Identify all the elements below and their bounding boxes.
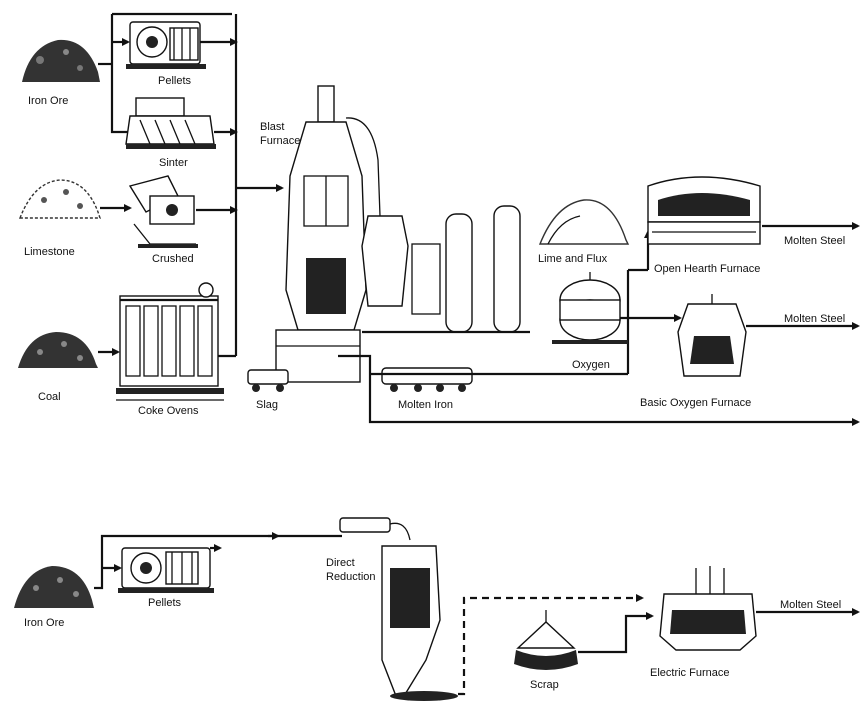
lime-and-flux-label: Lime and Flux — [538, 253, 608, 265]
oxygen-label: Oxygen — [572, 359, 610, 371]
molten-iron-label: Molten Iron — [398, 399, 453, 411]
electric-furnace-icon — [660, 566, 756, 650]
limestone-pile-icon — [20, 180, 100, 218]
coal-label: Coal — [38, 391, 61, 403]
sinter-machine-icon — [126, 98, 216, 149]
slag-ladle-icon — [248, 370, 288, 392]
iron-ore-pile-top-icon — [22, 40, 100, 82]
blast-furnace-label-line1: Blast — [260, 121, 284, 133]
limestone-label: Limestone — [24, 246, 75, 258]
molten-steel-label-1: Molten Steel — [784, 235, 845, 247]
scrap-magnet-icon — [514, 610, 578, 670]
iron-ore-label-bottom: Iron Ore — [24, 617, 64, 629]
pellets-machine-top-icon — [126, 22, 206, 69]
scrap-feed-line — [578, 616, 652, 652]
pellets-machine-bottom-icon — [118, 548, 214, 593]
direct-reduction-label-line1: Direct — [326, 557, 355, 569]
oxygen-tank-icon — [552, 272, 628, 344]
pellets-label-bottom: Pellets — [148, 597, 182, 609]
basic-oxygen-furnace-icon — [678, 294, 746, 376]
molten-iron-car-icon — [382, 368, 472, 392]
coke-ovens-label: Coke Ovens — [138, 405, 199, 417]
molten-steel-label-2: Molten Steel — [784, 313, 845, 325]
open-hearth-furnace-label: Open Hearth Furnace — [654, 263, 760, 275]
iron-ore-pile-bottom-icon — [14, 566, 94, 608]
molten-steel-label-3: Molten Steel — [780, 599, 841, 611]
open-hearth-furnace-icon — [648, 177, 760, 244]
direct-reduction-label-line2: Reduction — [326, 571, 376, 583]
sinter-label: Sinter — [159, 157, 188, 169]
direct-reduction-vessel-icon — [340, 518, 458, 701]
basic-oxygen-furnace-label: Basic Oxygen Furnace — [640, 397, 751, 409]
coke-ovens-icon — [116, 283, 224, 400]
electric-furnace-label: Electric Furnace — [650, 667, 729, 679]
scrap-label: Scrap — [530, 679, 559, 691]
coal-pile-icon — [18, 332, 98, 368]
crushed-label: Crushed — [152, 253, 194, 265]
pellets-label-top: Pellets — [158, 75, 192, 87]
iron-ore-label-top: Iron Ore — [28, 95, 68, 107]
blast-furnace-icon — [276, 86, 530, 382]
lime-and-flux-pile-icon — [540, 200, 628, 244]
crusher-machine-icon — [130, 176, 198, 248]
blast-furnace-label-line2: Furnace — [260, 135, 300, 147]
slag-label: Slag — [256, 399, 278, 411]
